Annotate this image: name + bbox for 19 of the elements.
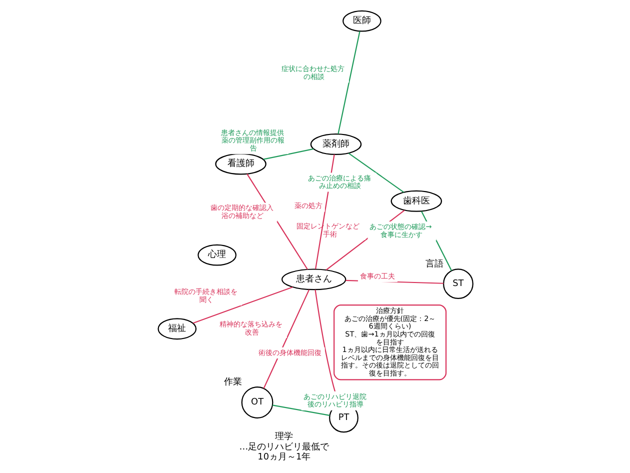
node-ellipse: 薬剤師 [310,134,362,156]
connector [262,289,310,389]
node-label: 作業 [224,377,242,388]
node-ellipse: 福祉 [157,318,196,340]
node-circle: OT [240,386,273,418]
node-ellipse: 看護師 [214,153,266,175]
node-ellipse: 歯科医 [390,190,442,212]
node-ellipse: 患者さん [281,268,346,290]
connector [272,404,330,416]
connector [262,148,314,160]
node-ellipse: 医師 [342,10,381,32]
node-circle: ST [442,268,473,300]
node-ellipse: 心理 [197,244,236,266]
connector [348,152,404,193]
node-label: …足のリハビリ最低で10ヵ月～1年 [238,442,329,462]
node-label: 言語 [425,259,444,270]
connector [192,286,292,324]
connector [337,31,360,134]
node-label: 理学 [274,432,293,442]
